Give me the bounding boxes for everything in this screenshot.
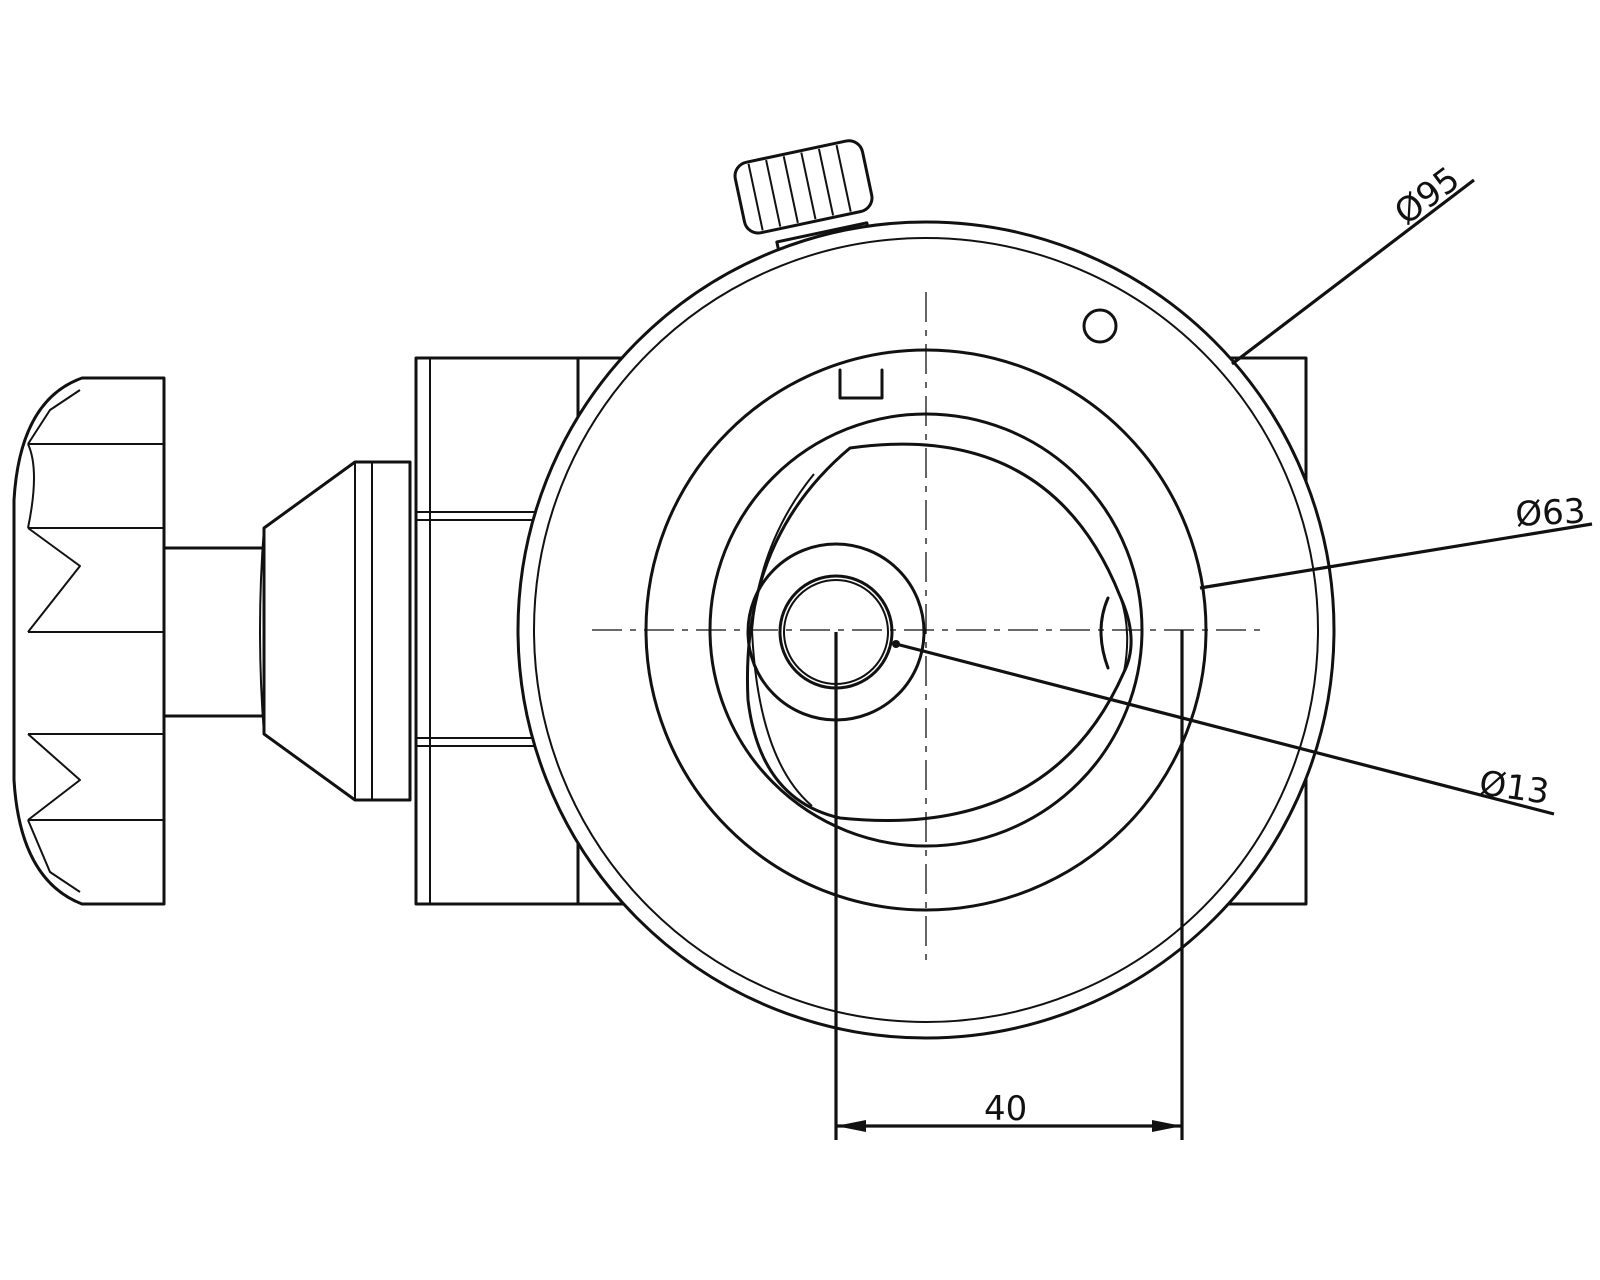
- offset-label: 40: [984, 1089, 1027, 1129]
- dimension-outer-diameter: Ø95: [1231, 159, 1475, 366]
- dimension-inner-diameter: Ø63: [1199, 491, 1593, 590]
- knob-grip-ridges: [27, 389, 164, 893]
- dimension-arrow-right: [1152, 1120, 1182, 1132]
- bore-diameter-label: Ø13: [1477, 763, 1552, 812]
- outer-diameter-label: Ø95: [1387, 159, 1467, 233]
- locating-hole: [1082, 308, 1118, 344]
- inner-diameter-label: Ø63: [1514, 491, 1586, 535]
- dimension-arrow-left: [836, 1120, 866, 1132]
- dimension-offset: 40: [834, 630, 1184, 1140]
- dimension-bore-diameter: Ø13: [892, 640, 1555, 816]
- center-lines: [592, 292, 1260, 966]
- clamp-knob-assembly: [12, 376, 412, 906]
